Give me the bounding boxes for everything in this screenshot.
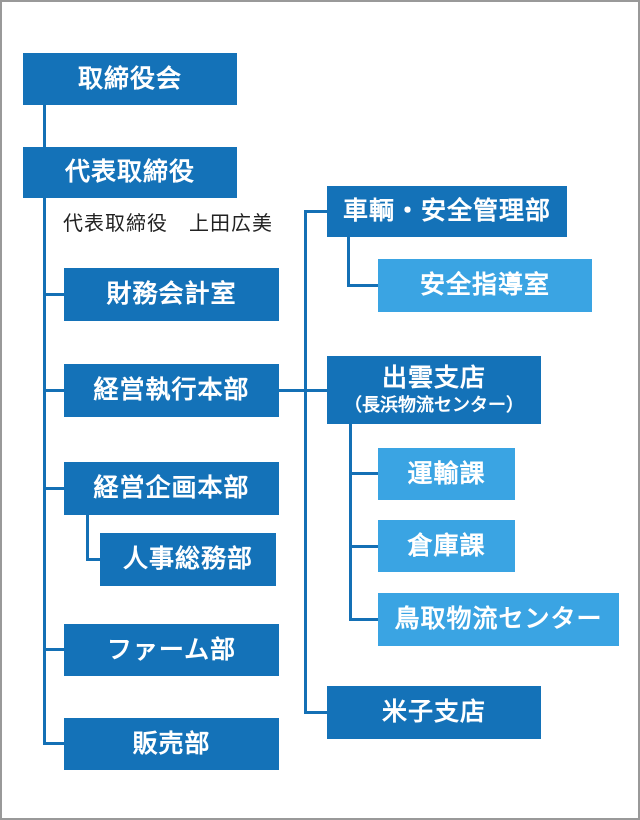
org-node-label: 倉庫課: [407, 531, 486, 560]
connector-safety-elbow-vertical: [347, 237, 350, 287]
connector-izumo-children-trunk: [349, 424, 352, 621]
connector-stub-sales: [43, 742, 65, 745]
connector-stub-tottori: [349, 618, 379, 621]
connector-exec-to-izumo: [279, 389, 328, 392]
org-node-label: 取締役会: [77, 64, 182, 93]
org-node-yonago-branch: 米子支店: [327, 686, 541, 739]
org-node-label: 人事総務部: [122, 545, 253, 574]
org-node-label: 運輸課: [407, 459, 486, 488]
org-node-label: 販売部: [132, 729, 211, 758]
connector-hr-elbow-horizontal: [86, 558, 101, 561]
connector-stub-warehouse: [349, 545, 379, 548]
org-node-safety-guidance: 安全指導室: [378, 259, 592, 312]
connector-stub-yonago: [304, 711, 328, 714]
org-node-management-execution: 経営執行本部: [64, 364, 279, 417]
org-node-transport-section: 運輸課: [378, 448, 515, 500]
connector-stub-farm: [43, 648, 65, 651]
connector-stub-transport: [349, 472, 379, 475]
org-node-label: 出雲支店: [381, 364, 486, 393]
org-node-label: 経営執行本部: [93, 376, 250, 405]
org-node-label: 安全指導室: [419, 271, 550, 300]
connector-right-trunk: [304, 210, 307, 714]
org-node-label: 代表取締役: [64, 158, 195, 187]
org-node-finance-accounting: 財務会計室: [64, 268, 279, 321]
president-name-label: 代表取締役 上田広美: [63, 213, 273, 235]
connector-stub-vehicle-safety: [304, 210, 328, 213]
org-node-label: 経営企画本部: [93, 474, 250, 503]
connector-left-trunk: [43, 104, 46, 744]
org-node-sales: 販売部: [64, 718, 279, 770]
org-node-izumo-branch: 出雲支店（長浜物流センター）: [327, 356, 541, 424]
org-node-hr-general-affairs: 人事総務部: [100, 533, 276, 586]
org-node-president: 代表取締役: [23, 147, 237, 198]
org-node-label: 鳥取物流センター: [394, 605, 603, 634]
org-node-label: 財務会計室: [106, 280, 237, 309]
connector-hr-elbow-vertical: [86, 515, 89, 561]
org-node-tottori-logistics: 鳥取物流センター: [378, 593, 619, 646]
org-node-board: 取締役会: [23, 53, 237, 105]
connector-stub-planning: [43, 487, 65, 490]
org-node-management-planning: 経営企画本部: [64, 462, 279, 515]
org-node-farm: ファーム部: [64, 624, 279, 676]
org-node-vehicle-safety: 車輌・安全管理部: [327, 186, 567, 237]
connector-stub-finance: [43, 293, 65, 296]
connector-safety-elbow-horizontal: [347, 284, 379, 287]
org-node-label: ファーム部: [106, 635, 237, 664]
org-node-sublabel: （長浜物流センター）: [344, 395, 524, 416]
connector-stub-exec: [43, 389, 65, 392]
org-node-label: 車輌・安全管理部: [342, 197, 551, 226]
org-node-label: 米子支店: [381, 698, 486, 727]
org-node-warehouse-section: 倉庫課: [378, 520, 515, 572]
